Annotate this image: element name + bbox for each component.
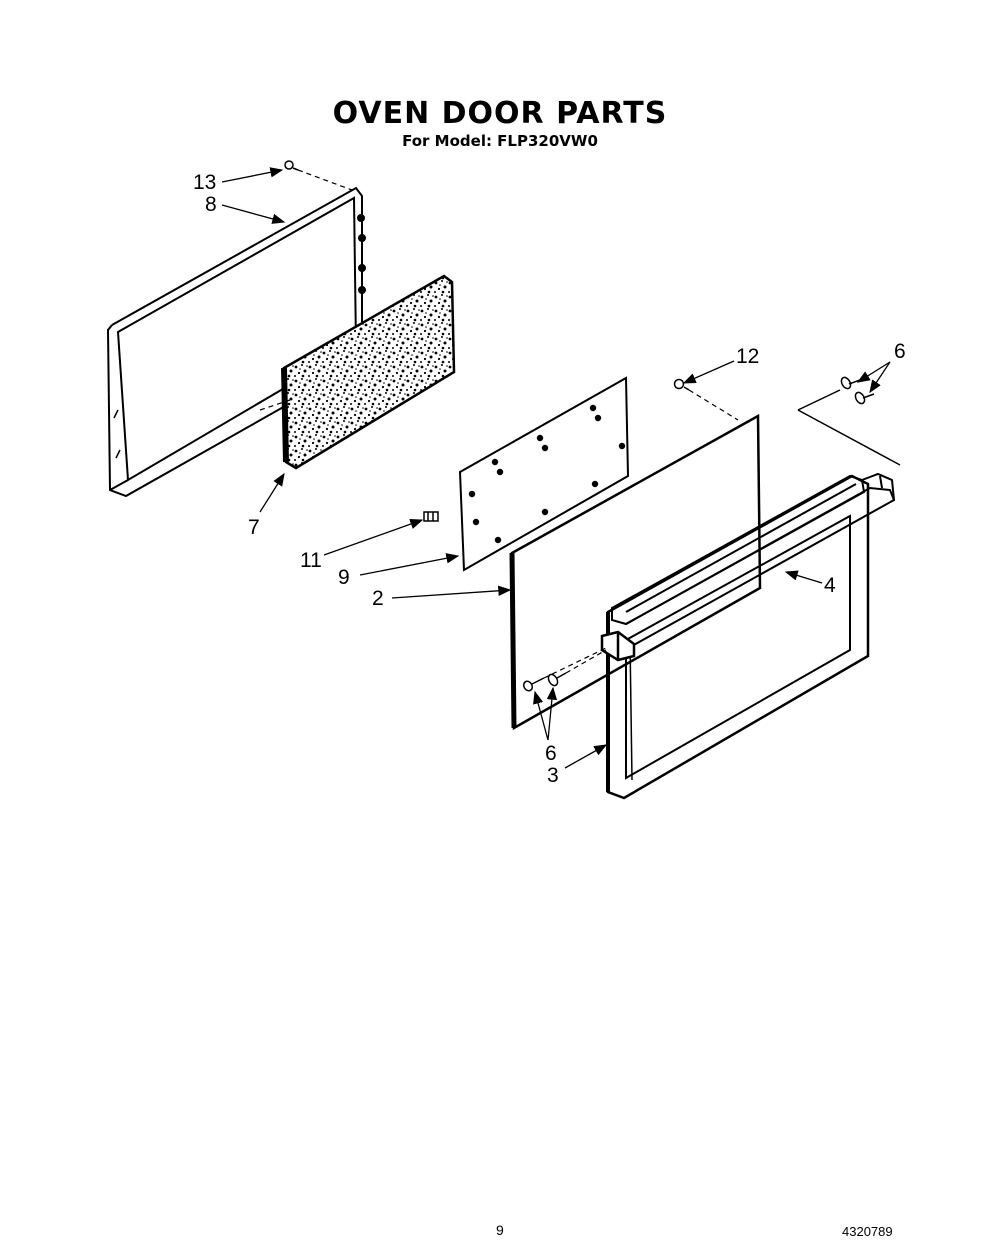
screws-part-6-lower [522,672,567,692]
glass-clip-part-11 [423,511,439,522]
callout-8: 8 [205,193,217,216]
inner-glass-part-9 [458,376,630,572]
page-title: OVEN DOOR PARTS [332,96,668,131]
callout-6-lower: 6 [545,742,557,765]
door-trim-part-4 [611,472,896,647]
page-number: 9 [496,1222,504,1238]
callout-2: 2 [372,587,384,610]
door-frame-part-3 [600,474,870,800]
screw-part-12 [673,378,690,391]
callout-12: 12 [736,345,759,368]
document-number: 4320789 [842,1224,893,1239]
hinge-screws-part-6-upper [797,376,901,466]
callout-6-upper: 6 [894,340,906,363]
leader-lines [221,167,891,769]
insulation-pad-part-7 [281,274,456,470]
callout-7: 7 [248,516,260,539]
callout-3: 3 [547,764,559,787]
assembly-dashed-lines [259,169,739,679]
screw-part-13 [284,160,299,171]
callout-13: 13 [193,171,216,194]
model-subtitle: For Model: FLP320VW0 [402,132,598,150]
callout-4: 4 [824,574,836,597]
outer-glass-part-2 [509,413,762,731]
callout-11: 11 [300,549,322,572]
callout-9: 9 [338,566,350,589]
